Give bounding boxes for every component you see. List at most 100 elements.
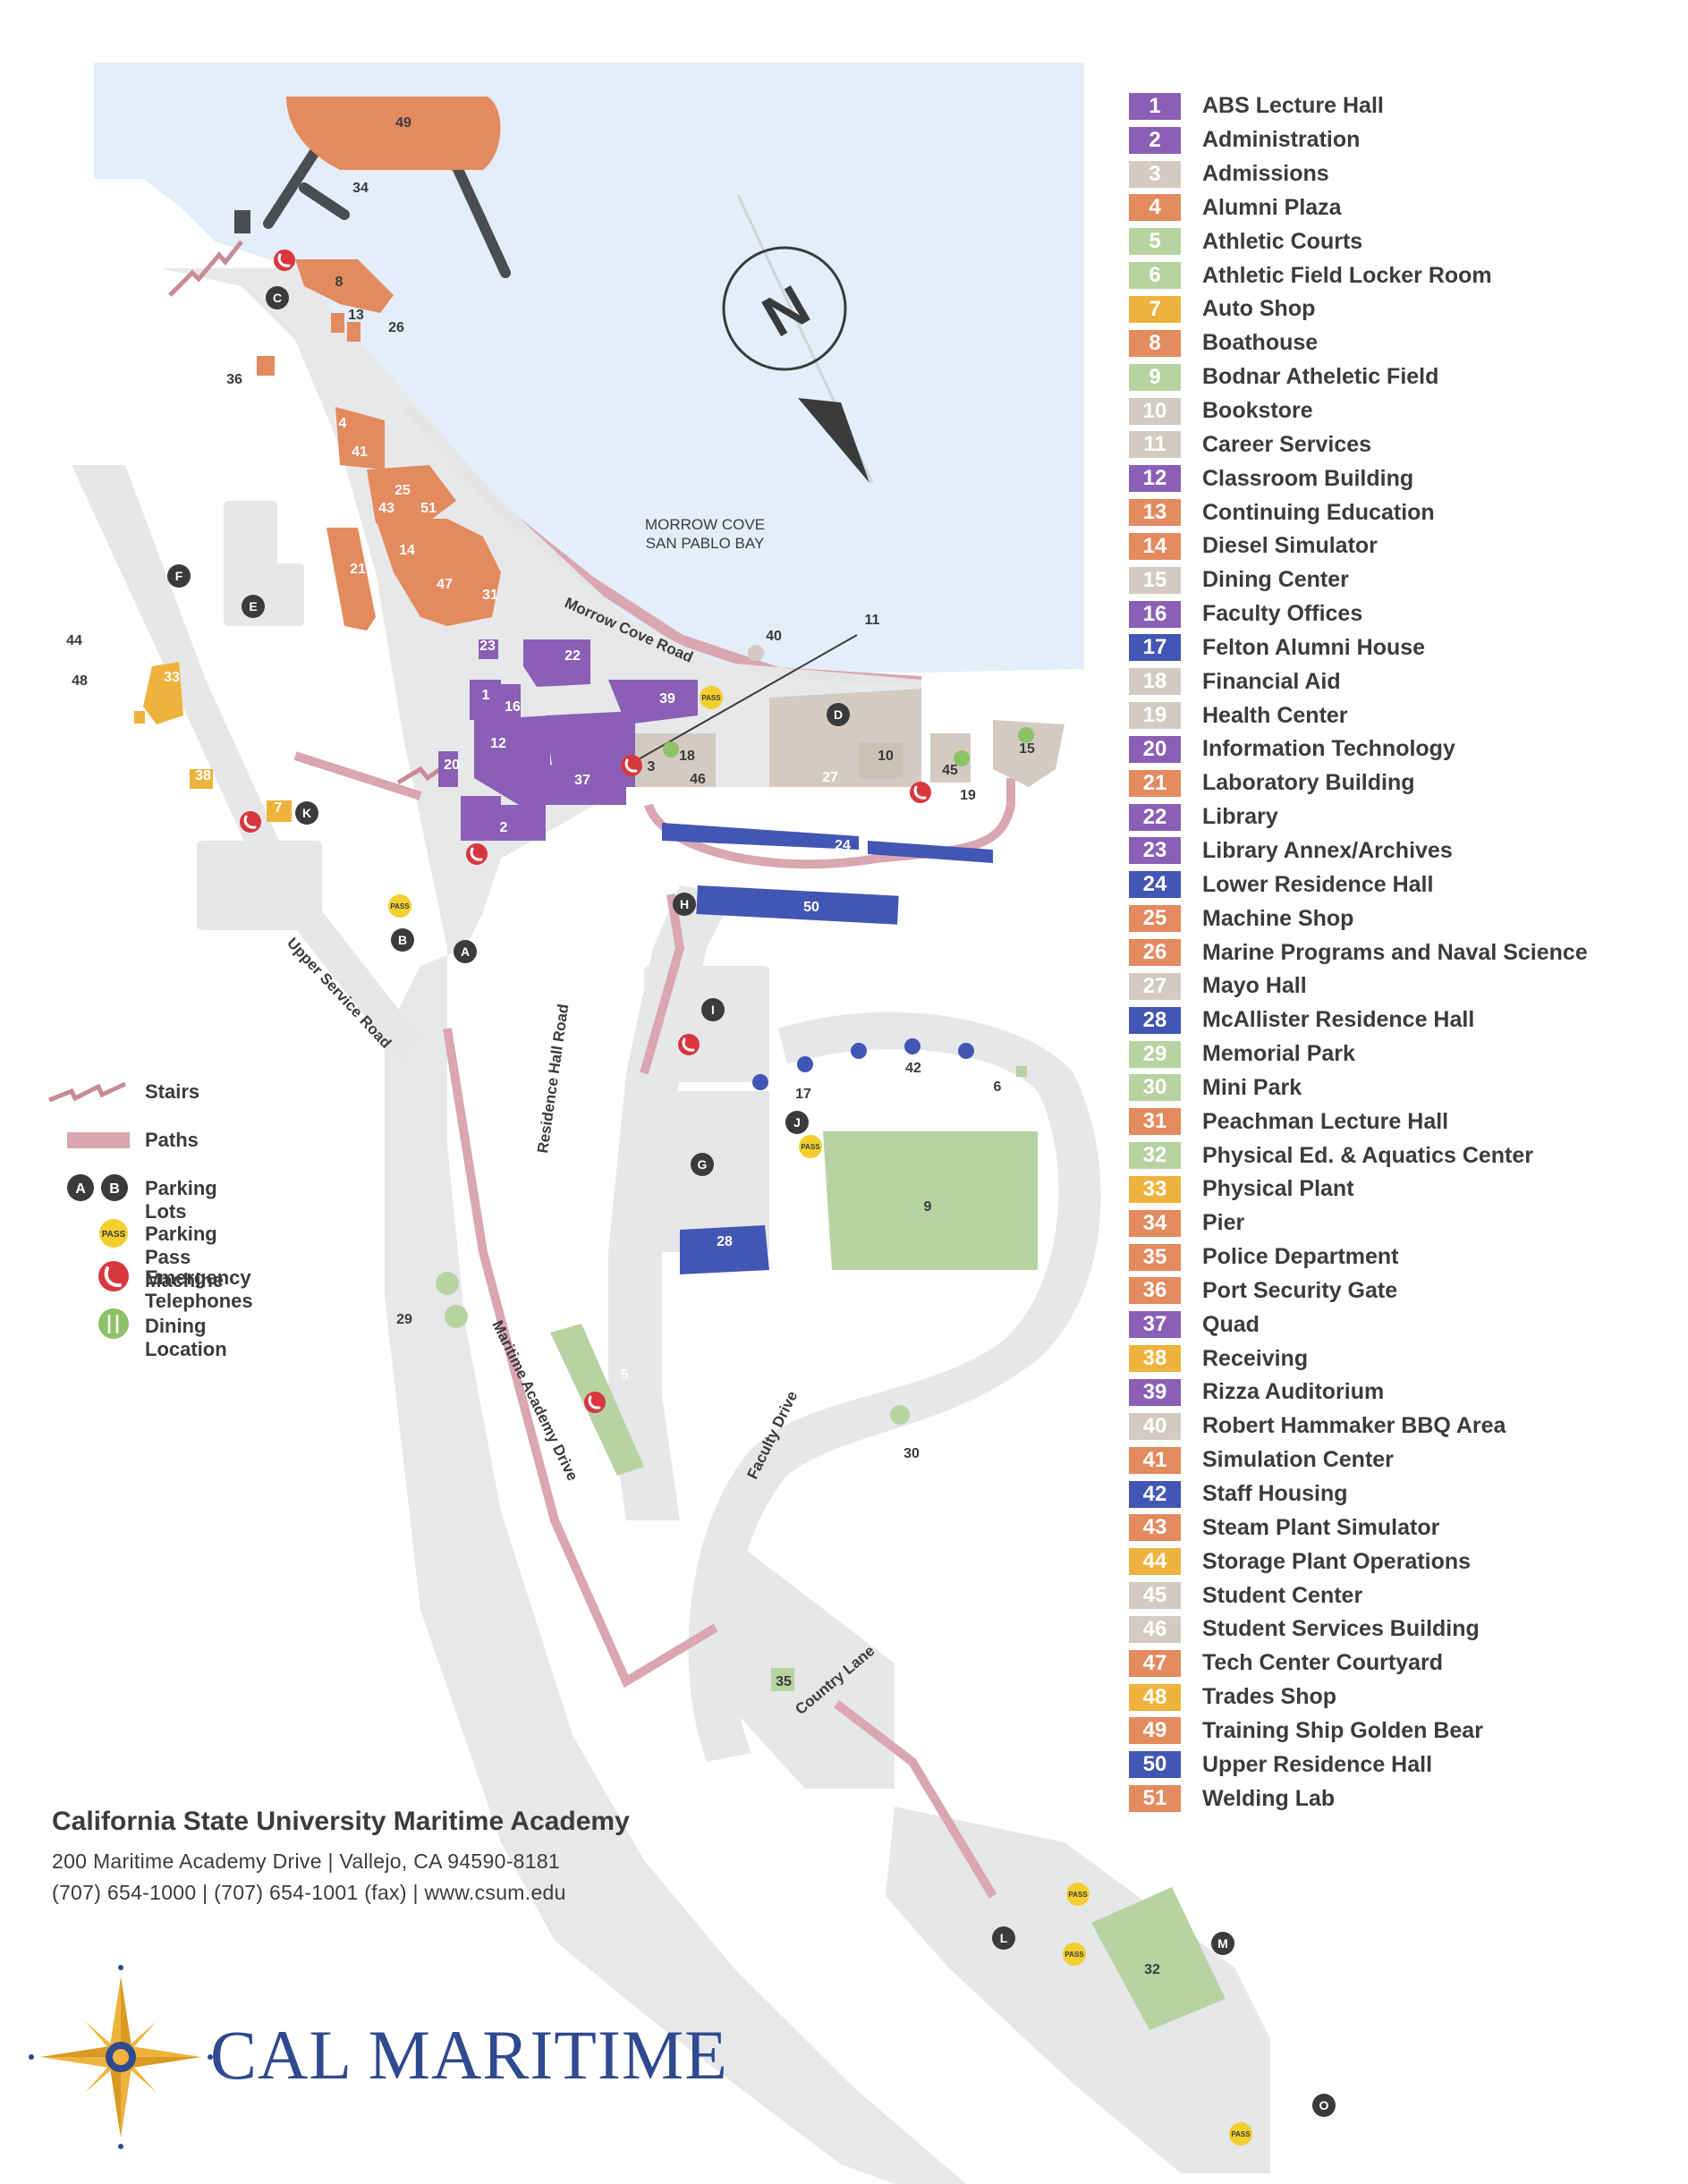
pass-machine-marker — [1066, 1883, 1090, 1906]
legend-name: Athletic Courts — [1202, 228, 1363, 254]
parking-lot-o: O — [1312, 2094, 1336, 2117]
parking-lot-j: J — [785, 1111, 809, 1134]
parking-lot-letter: E — [249, 599, 257, 614]
legend-number: 40 — [1129, 1412, 1181, 1440]
parking-lot-marker-icon — [785, 1111, 809, 1134]
building-number-29: 29 — [396, 1312, 412, 1327]
legend-number: 21 — [1129, 769, 1181, 797]
legend-number: 4 — [1129, 194, 1181, 222]
parking-lot-k: K — [295, 801, 318, 825]
parking-lot-letter: L — [1000, 1931, 1008, 1945]
legend-number: 11 — [1129, 431, 1181, 459]
road-label-residence-hall: Residence Hall Road — [534, 1003, 572, 1154]
orange-buildings — [257, 259, 501, 631]
emergency-phone-icon — [678, 1034, 700, 1055]
pass-machine-key-label: PASS — [102, 1230, 126, 1240]
pass-machine-icon: PASS — [388, 894, 411, 918]
parking-lot-marker-icon — [391, 928, 414, 952]
legend-number: 26 — [1129, 939, 1181, 967]
building-number-16: 16 — [505, 699, 521, 715]
legend-name: Continuing Education — [1202, 499, 1435, 525]
parking-lot-marker-icon — [701, 998, 725, 1021]
building-number-3: 3 — [648, 759, 656, 775]
parking-lot-m: M — [1211, 1932, 1234, 1955]
legend-number: 8 — [1129, 329, 1181, 357]
pass-machine-marker — [1229, 2122, 1252, 2146]
building-number-25: 25 — [394, 483, 411, 498]
purple-buildings — [438, 639, 698, 841]
parking-lot-c: C — [266, 286, 289, 309]
legend-number: 16 — [1129, 600, 1181, 628]
pier-block — [234, 210, 250, 233]
building-number-26: 26 — [388, 320, 404, 335]
legend-item: 19 Health Center — [1129, 698, 1588, 732]
legend-number: 10 — [1129, 397, 1181, 425]
building-number-33: 33 — [164, 670, 180, 685]
building-number-44: 44 — [66, 633, 82, 648]
legend-number: 28 — [1129, 1006, 1181, 1034]
building-49 — [286, 97, 501, 170]
legend-name: Mini Park — [1202, 1074, 1302, 1100]
legend-name: ABS Lecture Hall — [1202, 93, 1384, 119]
emergency-phone-icon — [910, 782, 931, 803]
building-number-5: 5 — [621, 1367, 629, 1383]
legend-name: Port Security Gate — [1202, 1277, 1398, 1303]
parking-lot-letter: O — [1319, 2098, 1329, 2112]
dining-location-icon — [1018, 727, 1034, 743]
legend-number: 29 — [1129, 1040, 1181, 1068]
legend-name: Robert Hammaker BBQ Area — [1202, 1413, 1506, 1439]
legend-number: 15 — [1129, 566, 1181, 594]
building-number-42: 42 — [905, 1061, 921, 1076]
parking-lot-g: G — [691, 1153, 714, 1176]
address-block: California State University Maritime Aca… — [52, 1807, 630, 1912]
parking-lot-letter: B — [398, 933, 407, 947]
parking-lot-marker-icon — [266, 286, 289, 309]
legend-name: Alumni Plaza — [1202, 194, 1342, 220]
building-number-21: 21 — [350, 562, 366, 577]
key-parking-lots: Parking Lots — [145, 1177, 217, 1223]
emergency-phone-icon — [584, 1392, 606, 1413]
dining-location-icon — [663, 741, 679, 758]
legend-number: 31 — [1129, 1108, 1181, 1136]
building-number-18: 18 — [679, 749, 695, 764]
building-number-13: 13 — [348, 308, 364, 323]
legend-number: 36 — [1129, 1277, 1181, 1305]
emergency-phone-key-icon — [98, 1261, 129, 1291]
building-number-7: 7 — [275, 800, 283, 816]
building-number-24: 24 — [835, 838, 851, 853]
parking-lot-marker-icon — [167, 564, 191, 588]
legend-number: 19 — [1129, 702, 1181, 730]
parking-lot-h: H — [673, 893, 696, 916]
building-number-9: 9 — [924, 1199, 932, 1215]
legend-name: Career Services — [1202, 431, 1372, 457]
legend-number: 20 — [1129, 735, 1181, 763]
pass-machine-marker — [700, 686, 723, 709]
legend-number: 32 — [1129, 1142, 1181, 1170]
yellow-buildings — [134, 662, 292, 822]
parking-lot-letter: D — [834, 707, 843, 722]
pass-machine-icon: PASS — [1066, 1883, 1090, 1906]
parking-lot-marker-icon — [992, 1926, 1015, 1950]
legend-number: 22 — [1129, 803, 1181, 831]
legend-number: 13 — [1129, 499, 1181, 527]
legend-name: Health Center — [1202, 702, 1348, 728]
